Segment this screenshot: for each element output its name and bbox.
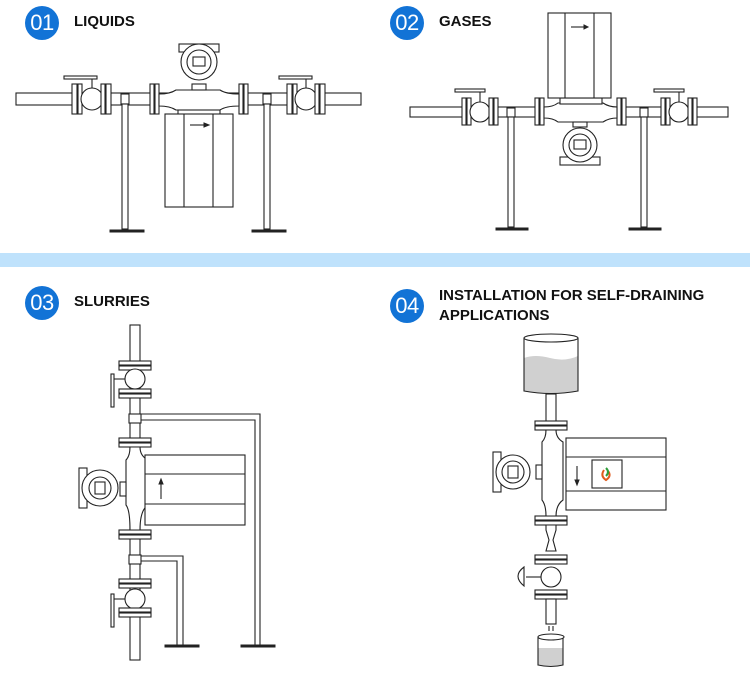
- supply-tank: [523, 333, 579, 395]
- left-support: [109, 93, 145, 233]
- section-number-badge: 03: [25, 286, 59, 320]
- section-title: GASES: [439, 13, 492, 30]
- section-number-badge: 02: [390, 6, 424, 40]
- transmitter-head: [178, 43, 220, 91]
- transmitter-head: [78, 467, 127, 509]
- upper-valve: [110, 360, 152, 408]
- right-valve: [278, 75, 326, 115]
- drain-valve: [517, 565, 562, 588]
- right-support: [628, 107, 662, 231]
- flow-arrow-icon: [574, 479, 580, 487]
- section-title: INSTALLATION FOR SELF-DRAINING APPLICATI…: [439, 286, 704, 326]
- pipe-reducer: [545, 524, 557, 552]
- gases-installation-diagram: [409, 12, 729, 231]
- left-valve: [454, 88, 499, 126]
- flow-tube-body: [541, 429, 564, 517]
- section-header-slurries: 03 SLURRIES: [25, 286, 150, 320]
- flow-tube-body: [158, 89, 240, 111]
- logo-icon: [601, 469, 611, 482]
- section-number-badge: 04: [390, 289, 424, 323]
- section-title-line-1: INSTALLATION FOR SELF-DRAINING: [439, 287, 705, 304]
- section-title: SLURRIES: [74, 293, 150, 310]
- section-number-badge: 01: [25, 6, 59, 40]
- section-header-gases: 02 GASES: [390, 6, 492, 40]
- lower-valve: [110, 578, 152, 628]
- section-divider-band: [0, 253, 750, 267]
- drain-container: [537, 633, 565, 668]
- left-support: [495, 107, 529, 231]
- left-valve: [63, 75, 112, 115]
- right-support: [251, 93, 287, 233]
- flow-arrow-icon: [158, 477, 164, 485]
- nameplate-label: [591, 459, 623, 489]
- sensor-housing: [144, 454, 246, 526]
- flow-arrow-icon: [583, 24, 590, 30]
- transmitter-head: [492, 451, 543, 493]
- liquids-installation-diagram: [15, 43, 362, 233]
- flow-arrow-icon: [203, 122, 211, 128]
- slurries-installation-diagram: [78, 324, 276, 661]
- transmitter-head: [559, 121, 601, 166]
- sensor-housing: [164, 113, 234, 208]
- section-header-liquids: 01 LIQUIDS: [25, 6, 135, 40]
- section-title-line-2: APPLICATIONS: [439, 307, 550, 324]
- right-valve: [653, 88, 698, 126]
- section-header-self-draining: 04 INSTALLATION FOR SELF-DRAINING APPLIC…: [390, 286, 704, 326]
- right-support-pipe: [141, 413, 261, 645]
- flow-tube-body: [543, 102, 618, 123]
- flow-tube-body: [125, 446, 149, 531]
- left-support-pipe: [141, 555, 184, 645]
- section-title: LIQUIDS: [74, 13, 135, 30]
